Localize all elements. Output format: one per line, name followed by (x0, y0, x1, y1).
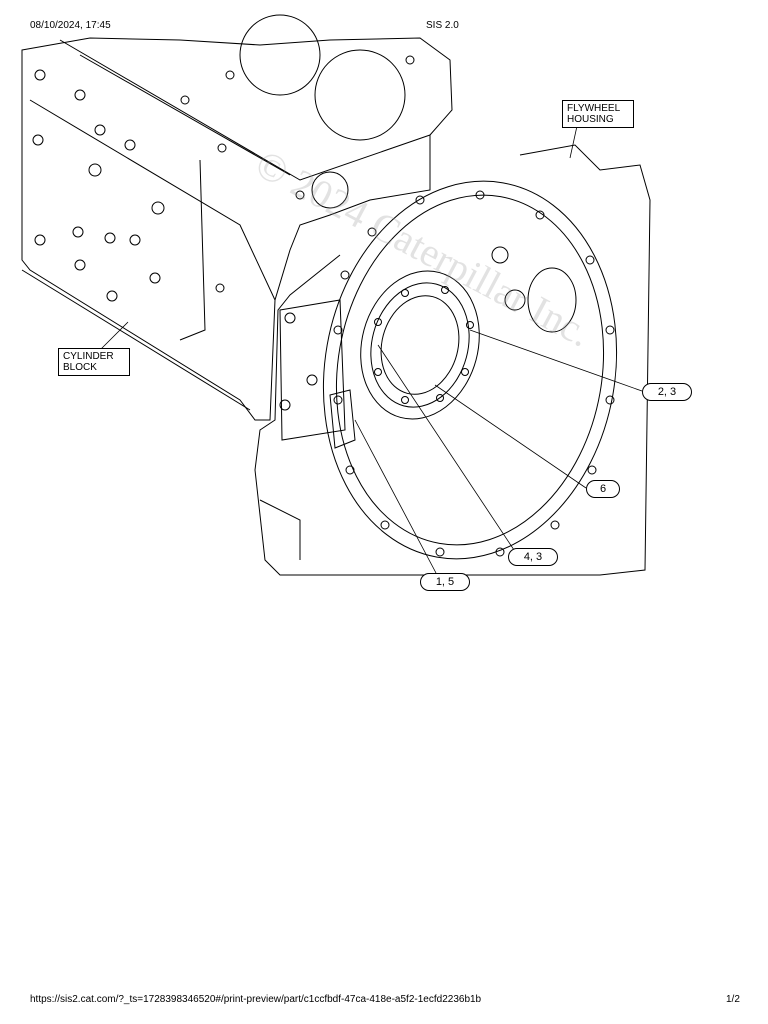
callout-6: 6 (586, 480, 620, 498)
callout-2-3: 2, 3 (642, 383, 692, 401)
print-title: SIS 2.0 (426, 20, 459, 31)
cylinder-block-label: CYLINDER BLOCK (58, 348, 130, 376)
callout-1-5: 1, 5 (420, 573, 470, 591)
flywheel-housing-label: FLYWHEEL HOUSING (562, 100, 634, 128)
page-number: 1/2 (726, 994, 740, 1005)
page-url: https://sis2.cat.com/?_ts=1728398346520#… (30, 994, 482, 1005)
engine-line-drawing (21, 14, 651, 576)
parts-diagram: © 2024 Caterpillar Inc. FLYWHEEL HOUSING… (21, 14, 692, 591)
print-date: 08/10/2024, 17:45 (30, 20, 111, 31)
callout-4-3: 4, 3 (508, 548, 558, 566)
